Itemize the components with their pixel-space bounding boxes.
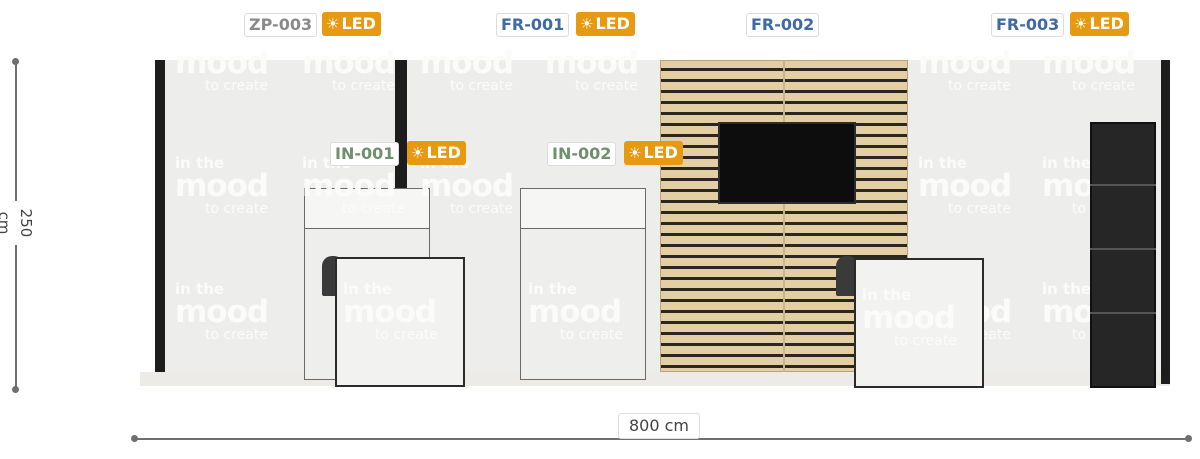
height-dimension-endpoint-top	[12, 58, 19, 65]
watermark: mood to create	[175, 45, 269, 94]
height-dimension-endpoint-bottom	[12, 386, 19, 393]
tag-fr-001[interactable]: FR-001	[496, 13, 570, 37]
watermark: in the mood to create	[343, 280, 438, 343]
width-dimension-endpoint-left	[131, 435, 138, 442]
watermark: in the mood to create	[862, 286, 957, 349]
watermark: in the mood to create	[175, 154, 269, 217]
counter-display-top	[520, 188, 646, 230]
width-dimension-label: 800 cm	[618, 413, 700, 439]
slat-wall-divider	[783, 60, 785, 372]
led-badge: ☀LED	[1070, 12, 1129, 36]
watermark: in the mood to create	[302, 154, 405, 217]
width-dimension-endpoint-right	[1185, 435, 1192, 442]
bar-stool	[836, 256, 858, 296]
watermark: mood to create	[545, 45, 639, 94]
watermark: mood to create	[420, 45, 514, 94]
sun-icon: ☀	[411, 144, 425, 162]
shelf-unit	[1090, 122, 1156, 388]
wall-edge-right	[1161, 60, 1170, 384]
shelf-divider	[1090, 248, 1156, 250]
watermark: in the mood to create	[528, 280, 623, 343]
watermark: in the mood to create	[918, 154, 1012, 217]
tv-screen	[718, 122, 856, 204]
wall-edge-left	[155, 60, 165, 372]
counter-body	[520, 228, 646, 380]
watermark: in the mood to create	[420, 156, 514, 217]
height-dimension-label: 250 cm	[0, 201, 37, 245]
watermark: in the mood to create	[175, 280, 269, 343]
stand-floor	[140, 372, 1170, 386]
watermark: mood to create	[1042, 45, 1136, 94]
sun-icon: ☀	[580, 15, 594, 33]
tag-fr-003[interactable]: FR-003	[991, 13, 1065, 37]
tag-zp-003[interactable]: ZP-003	[244, 13, 318, 37]
watermark: mood to create	[918, 45, 1012, 94]
sun-icon: ☀	[628, 144, 642, 162]
shelf-divider	[1090, 184, 1156, 186]
led-badge: ☀LED	[322, 12, 381, 36]
tag-in-002[interactable]: IN-002	[547, 142, 617, 166]
watermark: mood to create	[302, 45, 396, 94]
led-badge: ☀LED	[576, 12, 635, 36]
tag-fr-002[interactable]: FR-002	[746, 13, 820, 37]
sun-icon: ☀	[1074, 15, 1088, 33]
led-badge: ☀LED	[624, 141, 683, 165]
shelf-divider	[1090, 312, 1156, 314]
sun-icon: ☀	[326, 15, 340, 33]
info-desk	[335, 257, 465, 387]
tag-in-001[interactable]: IN-001	[330, 142, 400, 166]
led-badge: ☀LED	[407, 141, 466, 165]
width-dimension-line	[134, 438, 1188, 440]
info-desk	[854, 258, 984, 388]
counter-display-top	[304, 188, 430, 230]
